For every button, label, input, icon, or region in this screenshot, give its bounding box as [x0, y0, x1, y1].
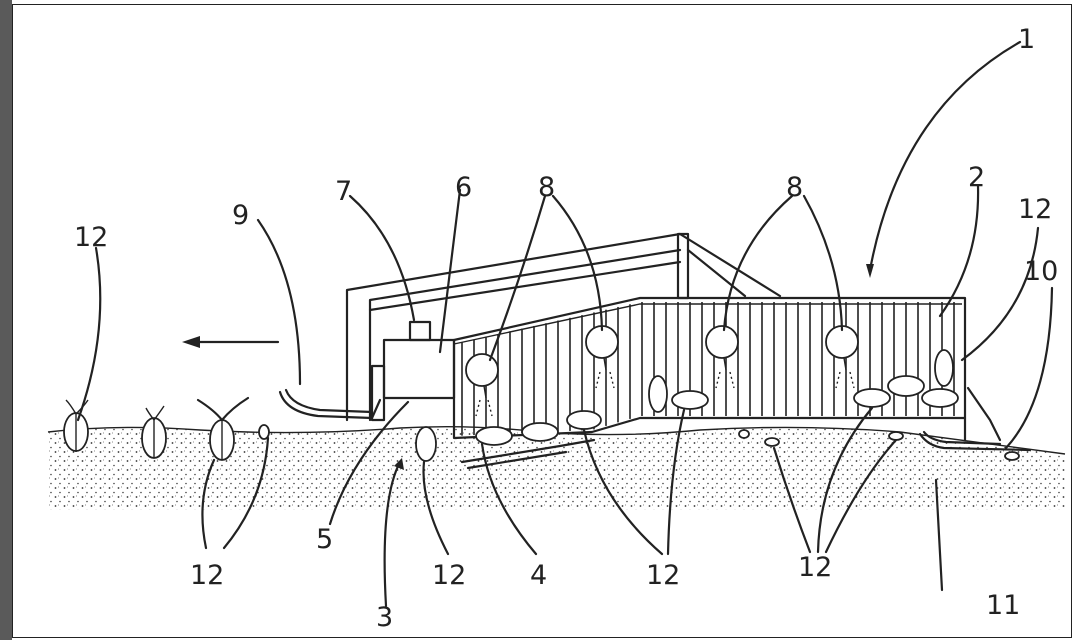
front-skid	[918, 386, 1032, 452]
label-11: 11	[986, 590, 1020, 621]
label-10: 10	[1024, 256, 1058, 287]
label-12-a: 12	[74, 222, 108, 253]
label-12-f: 12	[798, 552, 832, 583]
soil-ground	[47, 425, 1066, 510]
label-2: 2	[968, 162, 985, 193]
label-6: 6	[455, 172, 472, 203]
label-8-a: 8	[538, 172, 555, 203]
slatted-drum	[452, 296, 967, 440]
seed-pods	[415, 349, 1020, 462]
leader-lines	[76, 40, 1054, 608]
reference-numerals: 1 2 3 4 5 6 7 8 8 9 10 11 12 12 12 12 12…	[74, 24, 1058, 633]
label-9: 9	[232, 200, 249, 231]
label-12-c: 12	[190, 560, 224, 591]
label-1: 1	[1018, 24, 1035, 55]
rear-scraper	[278, 388, 382, 420]
machine-frame	[345, 232, 782, 422]
label-12-d: 12	[432, 560, 466, 591]
label-5: 5	[316, 524, 333, 555]
label-4: 4	[530, 560, 547, 591]
label-7: 7	[335, 176, 352, 207]
label-12-b: 12	[1018, 194, 1052, 225]
direction-arrow	[182, 336, 280, 348]
window-edge	[0, 0, 12, 640]
label-12-e: 12	[646, 560, 680, 591]
label-8-b: 8	[786, 172, 803, 203]
sprinkler-heads	[465, 325, 859, 417]
label-3: 3	[376, 602, 393, 633]
planted-seedlings	[63, 396, 270, 461]
front-blade	[460, 438, 596, 470]
